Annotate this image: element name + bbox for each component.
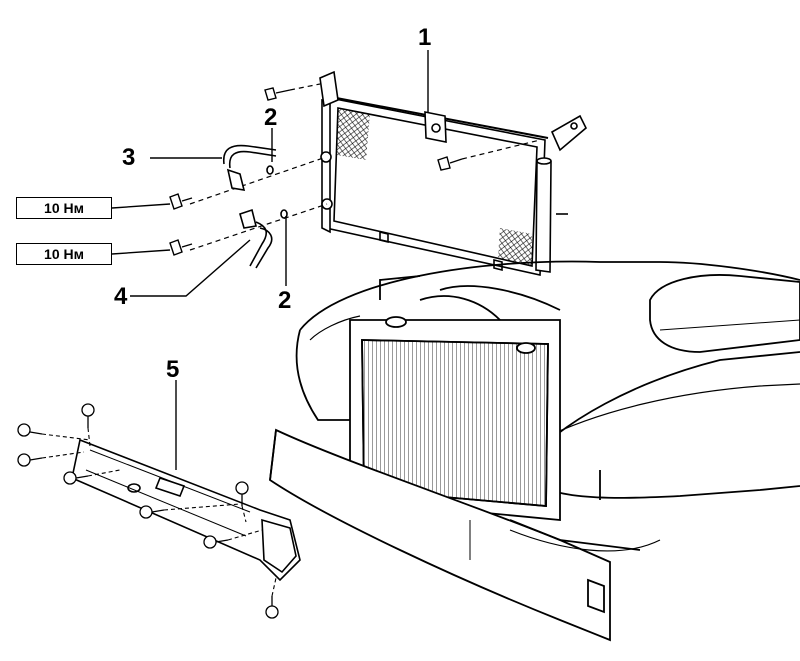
bolt-upper-left <box>264 87 291 101</box>
callout-2-lower: 2 <box>278 287 292 314</box>
pipe-4 <box>239 208 288 269</box>
torque-label-upper: 10 Нм <box>16 197 112 219</box>
callout-4: 4 <box>114 283 128 310</box>
lower-cover <box>71 438 301 582</box>
vehicle-front <box>269 260 800 642</box>
torque-label-lower: 10 Нм <box>16 243 112 265</box>
torque-bolt-lower <box>169 239 193 256</box>
leader-lines <box>111 50 429 470</box>
pipe-3 <box>223 144 277 191</box>
callout-2-upper: 2 <box>264 104 278 131</box>
callout-3: 3 <box>122 144 136 171</box>
bolt-center <box>437 156 463 171</box>
condenser <box>319 70 587 276</box>
cover-fasteners <box>17 403 279 619</box>
callout-5: 5 <box>166 356 180 383</box>
torque-bolt-upper <box>169 193 193 210</box>
callout-1: 1 <box>418 24 432 51</box>
